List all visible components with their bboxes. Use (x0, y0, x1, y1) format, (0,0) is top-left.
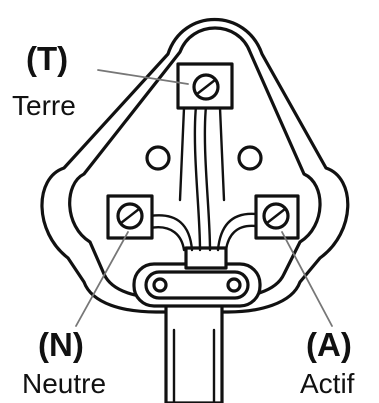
neutral-screw-slot (119, 207, 141, 225)
cord-grip-screw-left (152, 277, 168, 293)
live-wire (216, 212, 258, 252)
wire-channel-left (178, 106, 186, 202)
earth-wire-edge (203, 104, 212, 252)
earth-wire (193, 104, 202, 252)
live-name-label: Actif (300, 368, 355, 399)
pin-hole-right (237, 145, 263, 171)
live-code-label: (A) (306, 326, 352, 363)
cord-entry (184, 246, 228, 270)
neutral-code-label: (N) (38, 326, 84, 363)
cord-grip-inner (144, 270, 250, 300)
live-screw-slot (265, 207, 287, 225)
wire-channel-right (218, 106, 226, 202)
earth-screw-slot (195, 78, 217, 96)
live-wire-edge (224, 224, 258, 252)
neutral-leader-line (75, 231, 129, 327)
neutral-wire-edge (148, 226, 186, 252)
live-leader-line (281, 231, 333, 327)
cord-grip-screw-right (226, 277, 242, 293)
neutral-name-label: Neutre (22, 368, 107, 399)
earth-leader-line (97, 69, 189, 85)
earth-name-label: Terre (12, 90, 76, 121)
pin-hole-left (145, 145, 171, 171)
earth-code-label: (T) (26, 40, 69, 77)
neutral-wire (148, 214, 194, 252)
